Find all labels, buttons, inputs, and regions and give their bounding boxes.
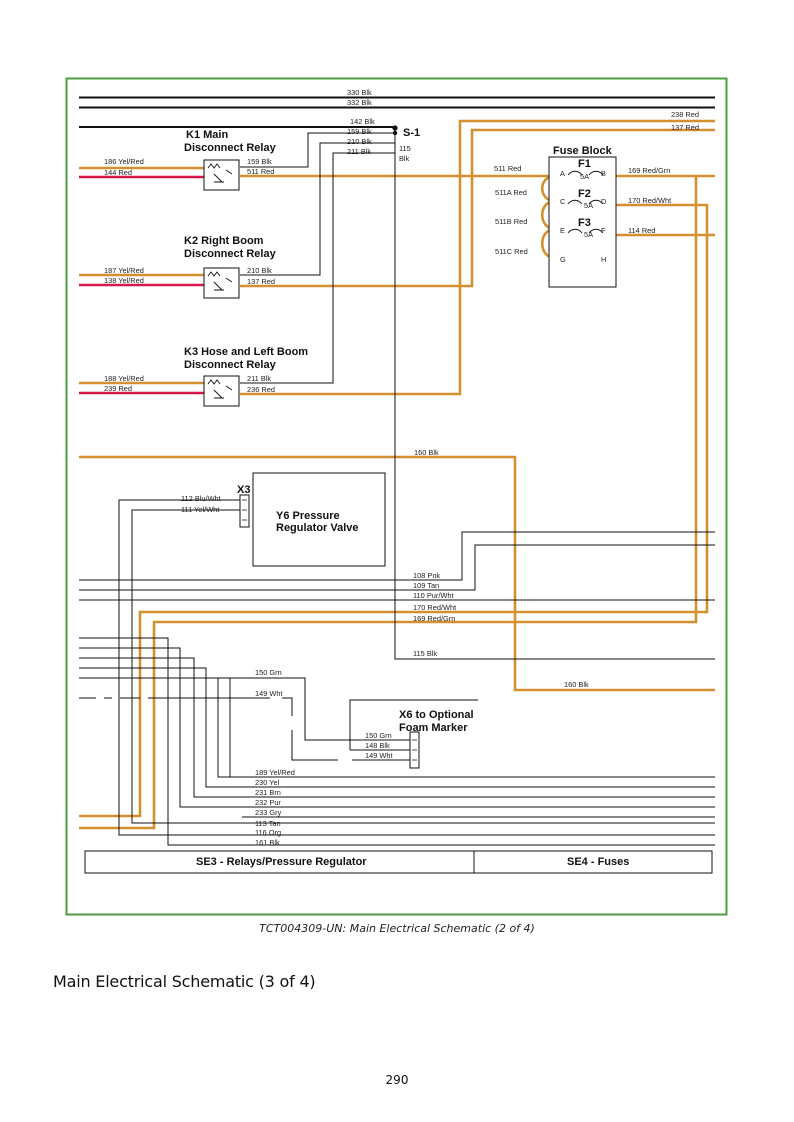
fuse-block-title: Fuse Block (553, 145, 613, 157)
x6-title2: Foam Marker (399, 722, 468, 734)
fuse-f3: F3 (578, 217, 591, 229)
black-wires (79, 96, 715, 846)
k2-title2: Disconnect Relay (184, 248, 277, 260)
w150-label: 150 Grn (255, 668, 282, 677)
terminal-b: B (601, 169, 606, 178)
page-number: 290 (385, 1073, 409, 1087)
y6-title2: Regulator Valve (276, 522, 359, 534)
footer-left: SE3 - Relays/Pressure Regulator (196, 856, 367, 868)
fuse-f1-rating: 5A (580, 172, 589, 181)
terminal-d: D (601, 197, 606, 206)
bottom-w113: 113 Tan (255, 819, 281, 828)
fuse-block (548, 156, 617, 288)
fuse-out-114: 114 Red (628, 226, 655, 235)
x3-label: X3 (237, 484, 250, 496)
electrical-schematic: 330 Blk 332 Blk 142 Blk 159 Blk 210 Blk … (65, 77, 728, 916)
bottom-w233: 233 Gry (255, 808, 282, 817)
wire-labels: 330 Blk 332 Blk 142 Blk 159 Blk 210 Blk … (104, 88, 699, 868)
w115a-label: 115 (399, 144, 411, 153)
y6-title1: Y6 Pressure (276, 510, 340, 522)
k2-in2: 138 Yel/Red (104, 276, 144, 285)
footer-boxes (84, 850, 713, 874)
fuse-in-511: 511 Red (494, 164, 521, 173)
terminal-f: F (601, 226, 606, 235)
relay-k3 (203, 375, 240, 407)
w115b-label: Blk (399, 154, 410, 163)
k3-title2: Disconnect Relay (184, 359, 277, 371)
k1-out2: 511 Red (247, 167, 274, 176)
terminal-g: G (560, 255, 566, 264)
fuse-out-170: 170 Red/Wht (628, 196, 671, 205)
k3-out2: 236 Red (247, 385, 275, 394)
red-wires (79, 175, 204, 395)
bottom-w116: 116 Org (255, 828, 281, 837)
w137-top-label: 137 Red (671, 123, 699, 132)
x6-title1: X6 to Optional (399, 709, 474, 721)
bottom-w231: 231 Brn (255, 788, 281, 797)
bottom-w189: 189 Yel/Red (255, 768, 295, 777)
k1-title2: Disconnect Relay (184, 142, 277, 154)
mid-w109: 109 Tan (413, 581, 439, 590)
w211-top-label: 211 Blk (347, 147, 371, 156)
k3-in1: 188 Yel/Red (104, 374, 144, 383)
x6-connector (409, 731, 420, 769)
k2-in1: 187 Yel/Red (104, 266, 144, 275)
s1-label: S-1 (403, 127, 420, 139)
x6-w1: 150 Grn (365, 731, 392, 740)
k1-out1: 159 Blk (247, 157, 272, 166)
footer-right: SE4 - Fuses (567, 856, 629, 868)
terminal-c: C (560, 197, 566, 206)
mid-w108: 108 Pnk (413, 571, 440, 580)
splice-s1 (392, 125, 398, 136)
fuse-in-511c: 511C Red (495, 247, 528, 256)
fuse-out-169: 169 Red/Grn (628, 166, 670, 175)
k2-out2: 137 Red (247, 277, 275, 286)
w142-label: 142 Blk (350, 117, 375, 126)
k1-title1: K1 Main (186, 129, 228, 141)
mid-w110: 110 Pur/Wht (413, 591, 454, 600)
fuse-f2-rating: 5A (584, 201, 593, 210)
relay-k2 (203, 267, 240, 299)
y6-w1: 112 Blu/Wht (181, 494, 221, 503)
terminal-h: H (601, 255, 606, 264)
w160-label: 160 Blk (414, 448, 439, 457)
k3-in2: 239 Red (104, 384, 132, 393)
orange-wires (79, 119, 715, 830)
bottom-bus (180, 776, 715, 818)
bottom-w161: 161 Blk (255, 838, 280, 847)
fuse-f3-rating: 5A (584, 230, 593, 239)
k2-out1: 210 Blk (247, 266, 272, 275)
fuse-f2: F2 (578, 188, 591, 200)
k1-in2: 144 Red (104, 168, 132, 177)
bottom-w230: 230 Yel (255, 778, 280, 787)
w160b-label: 160 Blk (564, 680, 589, 689)
terminal-e: E (560, 226, 565, 235)
w149-label: 149 Wht (255, 689, 283, 698)
y6-w2: 111 Yel/Wht (181, 505, 219, 514)
k3-title1: K3 Hose and Left Boom (184, 346, 308, 358)
mid-w170: 170 Red/Wht (413, 603, 456, 612)
w332-label: 332 Blk (347, 98, 372, 107)
w210-top-label: 210 Blk (347, 137, 372, 146)
y6-valve (239, 472, 386, 567)
terminal-a: A (560, 169, 565, 178)
fuse-f1: F1 (578, 158, 591, 170)
x6-w3: 149 Wht (365, 751, 393, 760)
w238-label: 238 Red (671, 110, 699, 119)
w330-label: 330 Blk (347, 88, 372, 97)
k1-in1: 186 Yel/Red (104, 157, 144, 166)
relay-k1 (203, 159, 240, 191)
bottom-w232: 232 Pur (255, 798, 281, 807)
w159-top-label: 159 Blk (347, 127, 372, 136)
schematic-frame (65, 77, 728, 916)
x6-w2: 148 Blk (365, 741, 390, 750)
fuse-in-511b: 511B Red (495, 217, 527, 226)
mid-w169: 169 Red/Grn (413, 614, 455, 623)
k3-out1: 211 Blk (247, 374, 271, 383)
section-heading: Main Electrical Schematic (3 of 4) (53, 972, 316, 991)
mid-w115: 115 Blk (413, 649, 437, 658)
figure-caption: TCT004309-UN: Main Electrical Schematic … (259, 922, 535, 935)
k2-title1: K2 Right Boom (184, 235, 264, 247)
fuse-in-511a: 511A Red (495, 188, 527, 197)
